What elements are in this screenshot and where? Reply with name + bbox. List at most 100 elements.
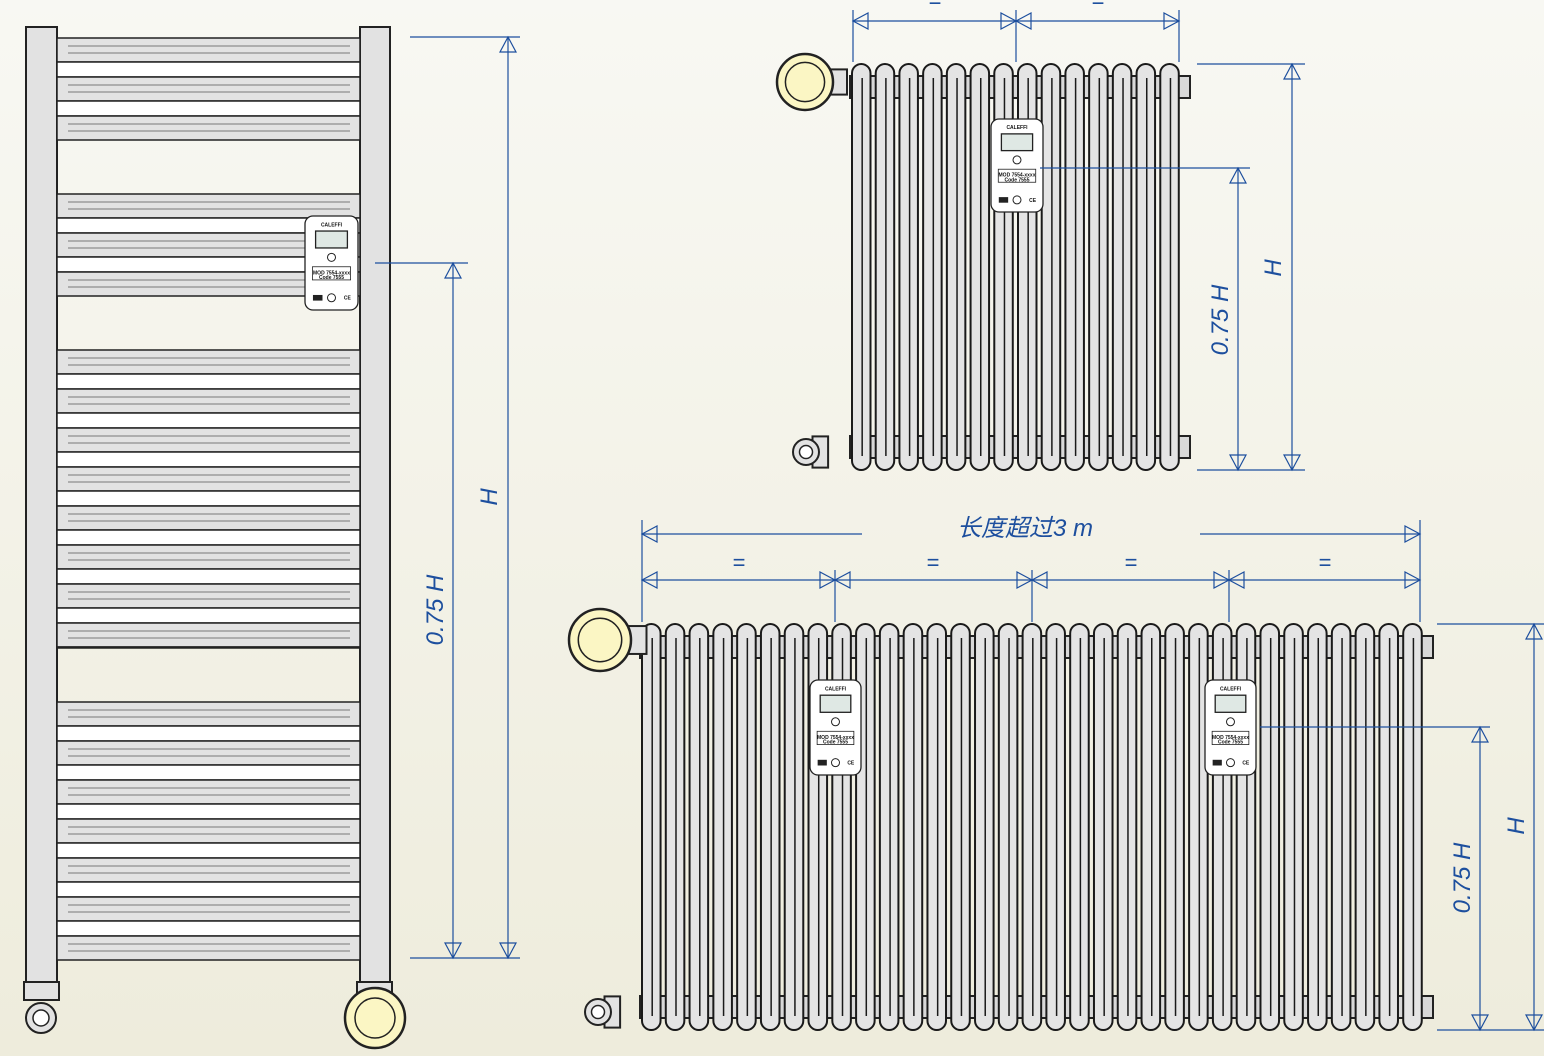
arrow-head-icon: [444, 261, 462, 279]
heat-meter-label-plate: [997, 168, 1037, 183]
radiator-column: [1116, 623, 1138, 1031]
arrow-head-icon: [819, 571, 837, 589]
towel-bar-gap: [56, 451, 361, 468]
towel-bar: [56, 857, 361, 883]
heat-meter-button-icon: [1012, 155, 1022, 165]
towel-bar-gap: [56, 568, 361, 585]
arrow-head-icon: [1227, 571, 1245, 589]
radiator-column: [1402, 623, 1423, 1031]
towel-bar-gap: [56, 607, 361, 624]
arrow-head-icon: [851, 12, 869, 30]
heat-meter-model: MOD 7554-xxxx: [817, 735, 854, 741]
arrow-head-icon: [1404, 571, 1422, 589]
towel-bar-gap: [56, 881, 361, 898]
heat-meter-label-plate: [1211, 730, 1250, 745]
radiator-column: [950, 623, 971, 1031]
arrow-head-icon: [499, 942, 517, 960]
ce-mark: CE: [1242, 761, 1250, 767]
radiator-column: [945, 63, 967, 471]
caleffi-logo: CALEFFI: [1006, 125, 1028, 131]
ce-mark: CE: [344, 296, 352, 302]
arrow-head-icon: [1283, 62, 1301, 80]
valve-knob-icon: [343, 986, 407, 1050]
towel-bar-gap: [56, 490, 361, 507]
heat-meter-label-plate: [816, 730, 855, 745]
heat-meter-display: [314, 230, 349, 249]
arrow-head-icon: [1471, 1014, 1489, 1032]
radiator-column: [1259, 623, 1281, 1031]
arrow-head-icon: [1163, 12, 1181, 30]
towel-bar-gap: [56, 725, 361, 742]
towel-rail-meter-height-label: 0.75 H: [422, 574, 449, 645]
arrow-head-icon: [833, 571, 851, 589]
towel-bar: [56, 427, 361, 453]
heat-meter-button-icon: [831, 717, 840, 727]
ce-mark: CE: [847, 761, 855, 767]
long-radiator-split-label-1: =: [733, 550, 746, 575]
lockshield-valve: [792, 435, 830, 469]
ce-mark: CE: [1029, 198, 1037, 204]
radiator-column: [874, 63, 896, 471]
valve-knob-ring: [354, 997, 396, 1039]
heat-meter-button-icon: [327, 252, 336, 262]
long-radiator-split-label-2: =: [927, 550, 940, 575]
radiator-column: [1164, 623, 1185, 1031]
towel-bar-gap: [56, 61, 361, 78]
radiator-column: [1307, 623, 1328, 1031]
thermostatic-valve: [775, 52, 848, 112]
radiator-column: [974, 623, 995, 1031]
towel-bar: [56, 701, 361, 727]
towel-bar: [56, 76, 361, 102]
radiator-column: [1283, 623, 1304, 1031]
caleffi-logo: CALEFFI: [321, 222, 343, 228]
radiator-column: [1378, 623, 1399, 1031]
radiator-column: [1021, 623, 1043, 1031]
radiator-column: [922, 63, 943, 471]
heat-meter-display: [1214, 694, 1247, 713]
arrow-head-icon: [1016, 571, 1034, 589]
caleffi-logo: CALEFFI: [1220, 686, 1242, 692]
radiator-column: [969, 63, 991, 471]
heat-meter-display: [819, 694, 852, 713]
towel-bar: [56, 193, 361, 219]
radiator-column: [878, 623, 900, 1031]
battery-icon: [312, 294, 323, 301]
arrow-head-icon: [640, 571, 658, 589]
small-radiator-split-label-2: =: [1092, 0, 1105, 13]
lockshield-inner: [590, 1004, 606, 1020]
heat-meter-button-icon: [1226, 717, 1235, 727]
battery-icon: [1212, 759, 1222, 766]
right-post: [359, 26, 391, 983]
radiator-column: [1111, 63, 1133, 471]
small-radiator-split-label-1: =: [929, 0, 942, 13]
small-radiator-meter-height-label: 0.75 H: [1207, 284, 1234, 355]
towel-bar: [56, 544, 361, 570]
radiator-column: [1159, 63, 1180, 471]
heat-meter-model: MOD 7554-xxxx: [1212, 735, 1249, 741]
heat-meter-port-icon: [1226, 758, 1235, 768]
heat-meter-code: Code 7555: [1218, 740, 1243, 746]
heat-meter-port-icon: [1012, 195, 1022, 205]
towel-bar-gap: [56, 100, 361, 117]
heat-meter-model: MOD 7554-xxxx: [313, 270, 350, 276]
long-radiator-height-label: H: [1503, 817, 1530, 835]
long-radiator-meter-height-label: 0.75 H: [1449, 842, 1476, 913]
towel-bar-gap: [56, 373, 361, 390]
radiator-column: [759, 623, 781, 1031]
caleffi-logo: CALEFFI: [825, 686, 847, 692]
towel-bar-gap: [56, 842, 361, 859]
arrow-head-icon: [1471, 725, 1489, 743]
towel-bar: [56, 622, 361, 648]
towel-bar: [56, 896, 361, 922]
heat-meter-code: Code 7555: [1004, 177, 1029, 183]
lockshield-inner: [32, 1009, 50, 1027]
towel-bar: [56, 779, 361, 805]
radiator-column: [1088, 63, 1109, 471]
battery-icon: [817, 759, 827, 766]
towel-bar: [56, 466, 361, 492]
